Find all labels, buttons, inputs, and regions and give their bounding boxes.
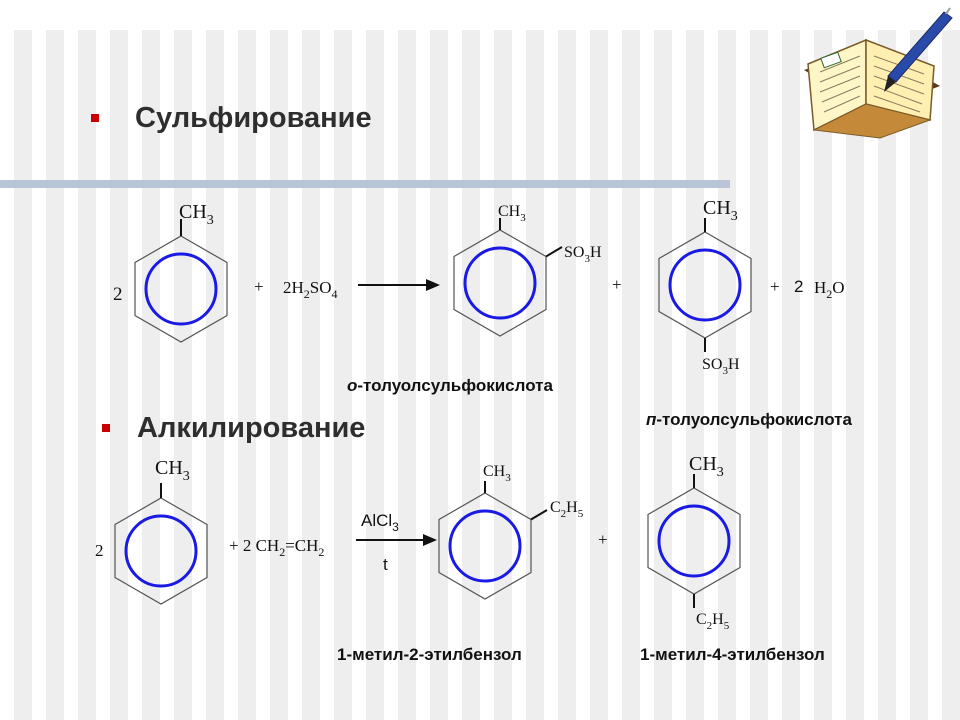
reaction-arrow-1 [358, 279, 440, 291]
water-coefficient: 2 [794, 277, 803, 296]
benzene-ring-toluene-2 [114, 483, 208, 605]
caption-ortho-rest: -толуолсульфокислота [357, 376, 553, 395]
reagent-ethylene: + 2 CH2=CH2 [229, 536, 324, 559]
sulfo-group-ortho: SO3H [564, 244, 602, 265]
benzene-ring-para-acid [658, 218, 752, 352]
water-formula: H2O [814, 278, 845, 301]
methyl-label-ortho-acid: CH3 [498, 203, 526, 224]
sulfo-group-para: SO3H [702, 356, 740, 377]
methyl-label-2: CH3 [155, 457, 190, 484]
condition-label: t [383, 555, 388, 574]
caption-product1: 1-метил-2-этилбензол [337, 645, 522, 664]
benzene-ring-product2 [647, 474, 741, 608]
book-with-pen-icon [804, 7, 953, 139]
top-band [0, 0, 960, 30]
caption-para-prefix: п [646, 410, 657, 429]
benzene-ring-ortho-acid [453, 218, 563, 337]
bullet-alkylation [102, 424, 110, 432]
reaction-arrow-2 [356, 534, 437, 546]
methyl-label-para-acid: CH3 [703, 197, 738, 224]
benzene-ring-toluene-1 [134, 219, 228, 343]
heading-sulfonation: Сульфирование [135, 102, 372, 134]
caption-para-rest: -толуолсульфокислота [656, 410, 852, 429]
coefficient-1: 2 [113, 284, 123, 305]
catalyst-label: AlCl3 [361, 511, 399, 534]
ethyl-group-product2: C2H5 [696, 611, 730, 632]
methyl-label-product1: CH3 [483, 463, 511, 484]
benzene-ring-product1 [438, 481, 548, 600]
plus-4: + [598, 530, 608, 549]
caption-para-acid: п-толуолсульфокислота [646, 410, 852, 430]
methyl-label-1: CH3 [179, 201, 214, 228]
caption-ortho-acid: о-толуолсульфокислота [347, 376, 553, 396]
coefficient-2: 2 [95, 541, 104, 560]
plus-1: + [254, 277, 264, 296]
heading-alkylation: Алкилирование [137, 412, 366, 444]
methyl-label-product2: CH3 [689, 453, 724, 480]
section-divider [0, 180, 730, 188]
plus-2: + [612, 275, 622, 294]
caption-ortho-prefix: о [347, 376, 358, 395]
ethyl-group-product1: C2H5 [550, 499, 584, 520]
reagent-sulfuric-acid: 2H2SO4 [283, 278, 338, 301]
plus-3: + [770, 277, 780, 296]
bullet-sulfonation [91, 114, 99, 122]
caption-product2: 1-метил-4-этилбензол [640, 645, 825, 664]
